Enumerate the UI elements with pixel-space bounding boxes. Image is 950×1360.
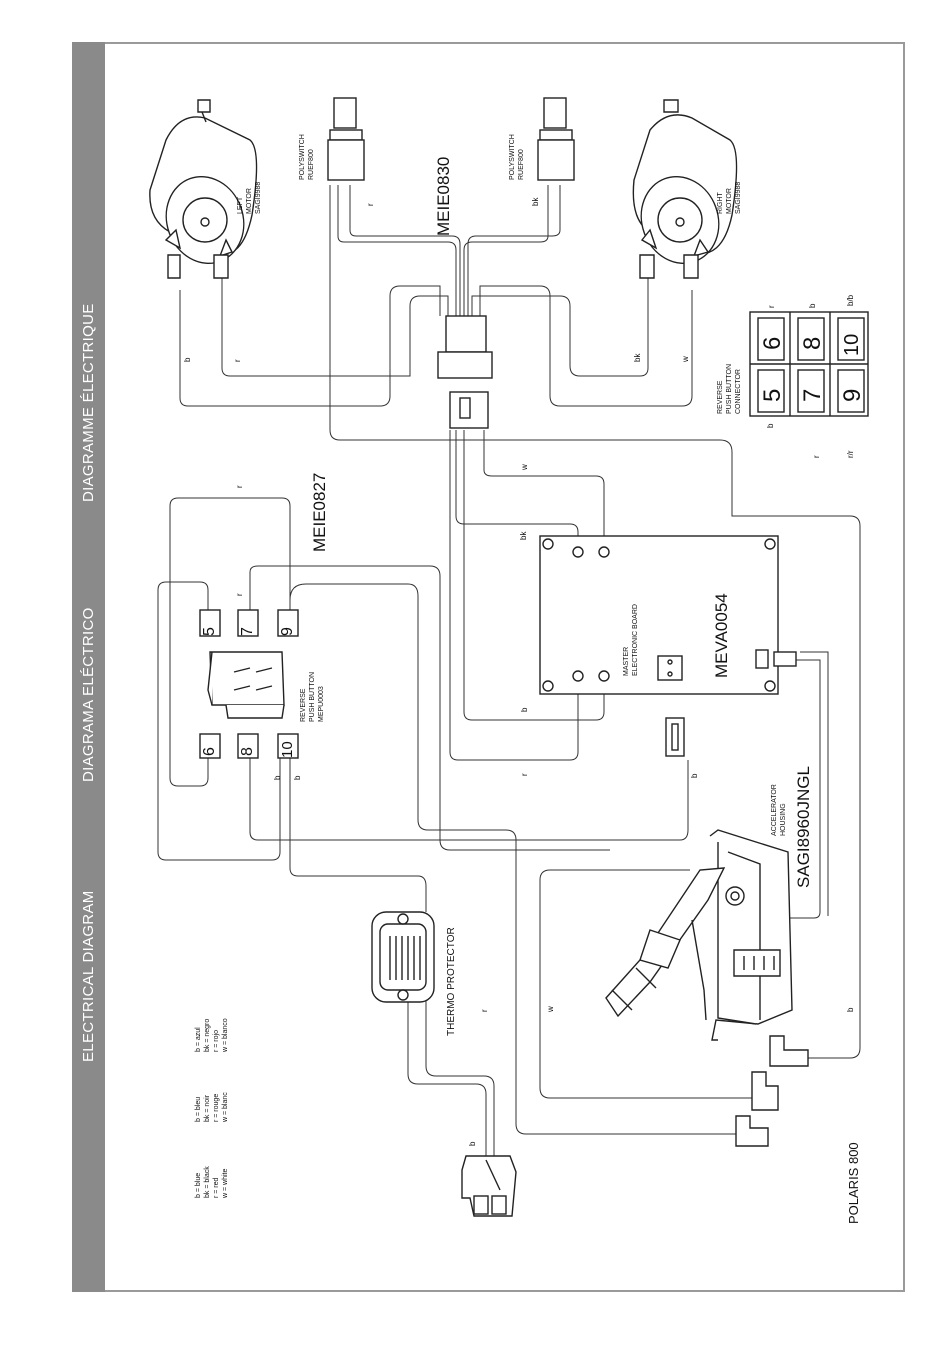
- wire-label: r: [366, 203, 375, 206]
- right-motor: [632, 99, 738, 279]
- central-connector: [437, 315, 493, 429]
- thermo-protector-outline: [371, 911, 435, 1003]
- wire-label: w: [520, 464, 529, 470]
- switch-pin: 6: [201, 747, 218, 756]
- switch-pin: 8: [239, 747, 256, 756]
- reverse-connector-grid: [749, 311, 869, 417]
- harness-lower-code: MEIE0827: [310, 472, 329, 552]
- wire-label: b: [808, 303, 817, 308]
- master-board-code: MEVA0054: [712, 593, 731, 678]
- master-board-outline: [539, 535, 797, 695]
- connector-pin: 10: [841, 333, 863, 356]
- accelerator-label: ACCELERATOR HOUSING: [771, 784, 787, 836]
- model-name: POLARIS 800: [846, 1142, 861, 1224]
- connector-pin: 9: [839, 388, 866, 402]
- wire-label: r: [480, 1009, 489, 1012]
- accelerator-code: SAGI8960JNGL: [794, 766, 813, 888]
- legend-spanish: b = azul bk = negro r = rojo w = blanco: [195, 1018, 229, 1052]
- wire-label: b: [520, 707, 529, 712]
- wire-label: b: [766, 423, 775, 428]
- accelerator-housing-outline: [605, 829, 793, 1041]
- wire-label: r: [767, 305, 776, 308]
- switch-pin: 9: [279, 627, 296, 636]
- wire-label: b: [468, 1141, 477, 1146]
- wire-label: w: [681, 356, 690, 362]
- switch-pin: 10: [279, 741, 296, 758]
- connector-pin: 6: [759, 336, 786, 350]
- polyswitch-left-body: [333, 97, 357, 129]
- title-sidebar: [72, 42, 105, 1292]
- right-motor-label: RIGHT MOTOR SAGI9988: [717, 181, 742, 214]
- reverse-connector-label: REVERSE PUSH BUTTON CONNECTOR: [717, 363, 742, 414]
- legend-english: b = blue bk = black r = red w = white: [195, 1166, 229, 1198]
- polyswitch-right-label: POLYSWITCH RUEF800: [509, 134, 525, 180]
- master-board-label: MASTER ELECTRONIC BOARD: [623, 604, 639, 676]
- wire-label: b/b: [846, 294, 855, 306]
- wire-label: bk: [633, 353, 642, 362]
- left-motor: [149, 99, 258, 279]
- wire-label: r: [520, 773, 529, 776]
- wire-label: b: [690, 773, 699, 778]
- harness-upper-code: MEIE0830: [434, 156, 453, 236]
- wire-label: r: [235, 593, 244, 596]
- thermo-protector-label: THERMO PROTECTOR: [446, 927, 457, 1036]
- wire-label: w: [546, 1006, 555, 1012]
- connector-pin: 7: [799, 388, 826, 402]
- switch-connectors: [735, 1035, 809, 1147]
- wire-label: r/r: [846, 450, 855, 458]
- polyswitch-right-body: [543, 97, 567, 129]
- wire-label: r: [812, 455, 821, 458]
- switch-pin: 7: [239, 627, 256, 636]
- wire-label: b: [293, 775, 302, 780]
- wire-label: r: [235, 485, 244, 488]
- left-motor-label: LEFT MOTOR SAGI9988: [237, 181, 262, 214]
- wire-label: b: [183, 357, 192, 362]
- polyswitch-left-label: POLYSWITCH RUEF800: [299, 134, 315, 180]
- reverse-switch-outline: [199, 609, 299, 759]
- wire-label: bk: [519, 531, 528, 540]
- wire-label: b: [273, 775, 282, 780]
- reverse-switch-label: REVERSE PUSH BUTTON MEPU0003: [300, 671, 325, 722]
- wire-label: bk: [531, 197, 540, 206]
- connector-pin: 8: [799, 336, 826, 350]
- connector-pin: 5: [759, 388, 786, 402]
- battery-plug: [461, 1155, 517, 1217]
- wire-label: r: [233, 359, 242, 362]
- switch-pin: 5: [201, 627, 218, 636]
- wire-label: b: [846, 1007, 855, 1012]
- legend-french: b = bleu bk = noir r = rouge w = blanc: [195, 1092, 229, 1122]
